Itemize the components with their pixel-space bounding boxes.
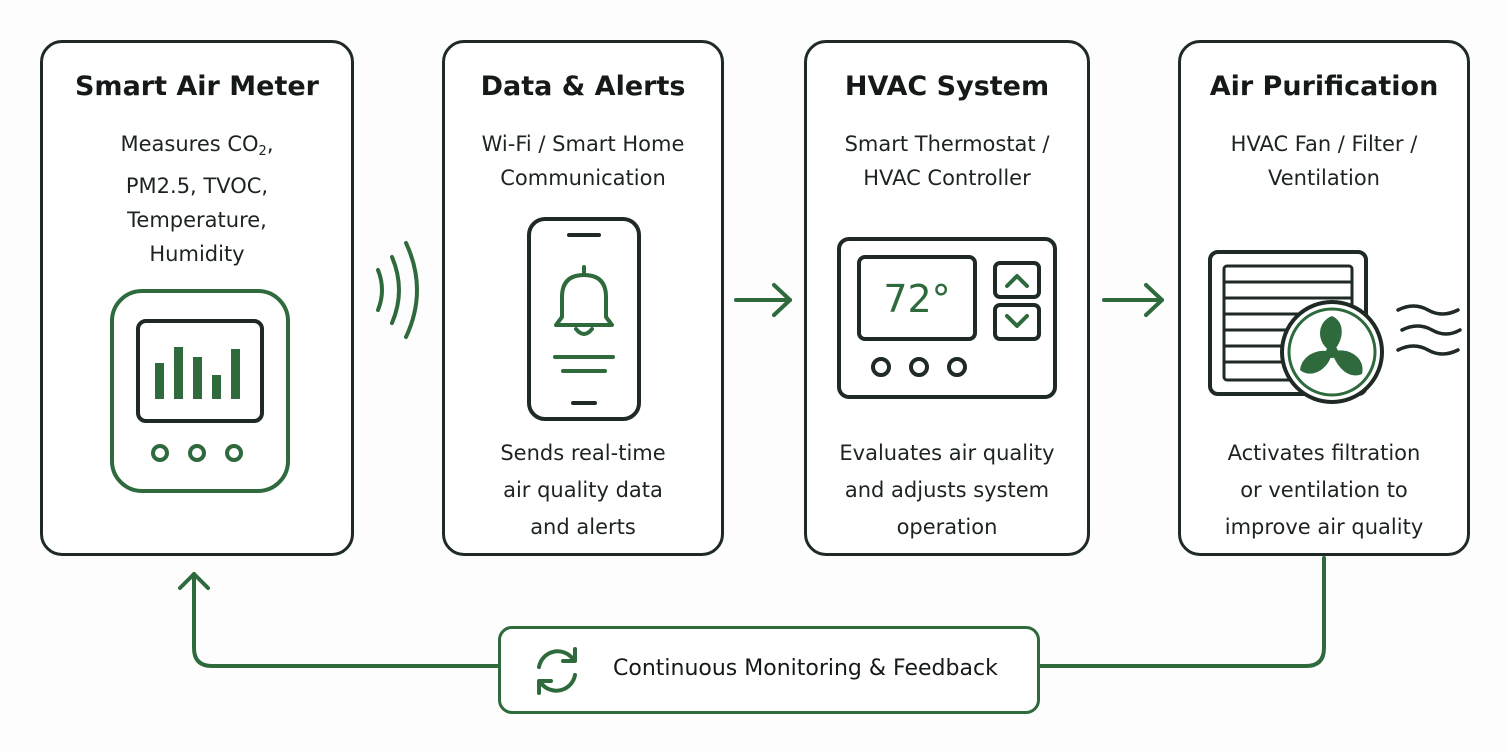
stage-subtitle: Measures CO2, PM2.5, TVOC, Temperature, … <box>120 132 274 266</box>
stage-subtitle: HVAC Fan / Filter / Ventilation <box>1230 132 1418 190</box>
arrow-right-icon <box>734 283 792 317</box>
feedback-loop-box: Continuous Monitoring & Feedback <box>498 626 1040 714</box>
thermostat-frame <box>837 237 1057 399</box>
wireless-signal-icon <box>376 241 419 339</box>
thermostat-icon: 72° <box>835 235 1059 401</box>
stage-subtitle: Smart Thermostat / HVAC Controller <box>844 132 1050 190</box>
thermostat-reading: 72° <box>883 277 951 321</box>
stage-description: Sends real-time air quality data and ale… <box>500 441 666 539</box>
stage-title: Air Purification <box>1209 71 1439 102</box>
air-meter-icon <box>110 289 290 493</box>
stage-card-data-alerts: Data & Alerts Wi-Fi / Smart Home Communi… <box>442 40 724 556</box>
stage-description: Activates filtration or ventilation to i… <box>1224 441 1424 539</box>
vent-fan-icon <box>1208 250 1462 404</box>
stage-title: Data & Alerts <box>480 71 686 102</box>
feedback-label: Continuous Monitoring & Feedback <box>613 656 998 681</box>
stage-description: Evaluates air quality and adjusts system… <box>839 441 1055 539</box>
refresh-cycle-icon <box>537 647 577 695</box>
stage-title: HVAC System <box>844 71 1050 102</box>
smartphone-bell-icon <box>527 217 641 421</box>
stage-card-smart-air-meter: Smart Air Meter Measures CO2, PM2.5, TVO… <box>40 40 354 556</box>
stage-title: Smart Air Meter <box>74 71 319 102</box>
arrow-right-icon <box>1102 283 1164 317</box>
feedback-loop-line <box>178 556 1326 668</box>
stage-subtitle: Wi-Fi / Smart Home Communication <box>481 132 685 190</box>
stage-card-hvac-system: HVAC System Smart Thermostat / HVAC Cont… <box>804 40 1090 556</box>
